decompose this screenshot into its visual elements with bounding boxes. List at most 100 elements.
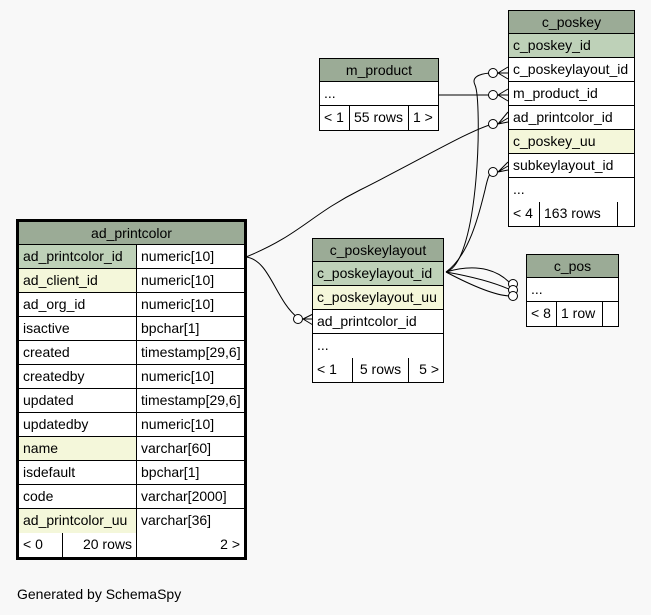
column-name: ... <box>513 181 525 197</box>
table-m-product[interactable]: m_product ... < 1 55 rows 1 > <box>319 58 439 131</box>
column-name: ... <box>531 281 543 297</box>
column-row: c_poskey_id <box>509 34 634 58</box>
column-type: numeric[10] <box>136 293 244 316</box>
column-row: createdby numeric[10] <box>19 365 244 389</box>
column-name: c_poskey_uu <box>509 130 634 153</box>
children-count: 5 > <box>408 358 443 382</box>
column-row: ... <box>320 82 438 106</box>
column-type: numeric[10] <box>136 269 244 292</box>
column-name: code <box>23 488 54 504</box>
column-name: isdefault <box>23 464 76 480</box>
column-type: numeric[10] <box>136 365 244 388</box>
column-row: c_poskeylayout_id <box>509 58 634 82</box>
column-type: numeric[10] <box>136 245 244 268</box>
column-name: name <box>19 437 136 460</box>
link-layout-to-pos-2 <box>445 271 512 291</box>
column-name: ... <box>324 85 336 101</box>
table-title: c_poskeylayout <box>313 239 443 262</box>
children-count <box>617 202 634 226</box>
column-row: updatedby numeric[10] <box>19 413 244 437</box>
parents-count: < 8 <box>531 305 551 321</box>
column-name: createdby <box>23 368 85 384</box>
column-type: timestamp[29,6] <box>136 389 244 412</box>
column-name: ... <box>317 337 329 353</box>
children-count: 2 > <box>136 533 244 557</box>
table-title: c_poskey <box>509 11 634 34</box>
column-name: subkeylayout_id <box>513 157 614 173</box>
column-type: bpchar[1] <box>136 317 244 340</box>
table-title: ad_printcolor <box>19 222 244 245</box>
link-printcolor-to-poskey <box>245 123 494 258</box>
column-name: c_poskeylayout_id <box>313 262 443 285</box>
table-title: c_pos <box>527 255 618 278</box>
parents-count: < 0 <box>23 536 43 552</box>
table-footer: < 0 20 rows 2 > <box>19 533 244 557</box>
children-count <box>602 302 618 326</box>
table-title: m_product <box>320 59 438 82</box>
parents-count: < 4 <box>513 205 533 221</box>
column-name: ad_printcolor_id <box>513 109 613 125</box>
column-row: ... <box>509 178 634 202</box>
row-count: 1 row <box>556 302 602 326</box>
column-name: ad_org_id <box>23 296 86 312</box>
column-name: isactive <box>23 320 70 336</box>
table-footer: < 8 1 row <box>527 302 618 326</box>
table-footer: < 4 163 rows <box>509 202 634 226</box>
column-name: updatedby <box>23 416 89 432</box>
parents-count: < 1 <box>324 109 344 125</box>
column-name: c_poskeylayout_uu <box>313 286 443 309</box>
column-type: timestamp[29,6] <box>136 341 244 364</box>
link-printcolor-to-layout <box>245 256 299 319</box>
table-c-pos[interactable]: c_pos ... < 8 1 row <box>526 254 619 327</box>
column-name: c_poskey_id <box>509 34 634 57</box>
column-name: updated <box>23 392 74 408</box>
table-footer: < 1 5 rows 5 > <box>313 358 443 382</box>
column-name: ad_client_id <box>19 269 136 292</box>
column-type: varchar[36] <box>136 509 244 533</box>
link-layout-to-poskey-subkey <box>445 171 494 273</box>
column-row: c_poskeylayout_uu <box>313 286 443 310</box>
column-row: ad_printcolor_id <box>509 106 634 130</box>
column-row: isdefault bpchar[1] <box>19 461 244 485</box>
column-name: created <box>23 344 70 360</box>
column-row: created timestamp[29,6] <box>19 341 244 365</box>
column-name: ad_printcolor_id <box>317 313 417 329</box>
generated-by-credit: Generated by SchemaSpy <box>17 586 182 602</box>
parents-count: < 1 <box>317 361 337 377</box>
column-row: subkeylayout_id <box>509 154 634 178</box>
column-type: bpchar[1] <box>136 461 244 484</box>
column-row: ... <box>313 334 443 358</box>
column-type: varchar[2000] <box>136 485 244 508</box>
column-row: ... <box>527 278 618 302</box>
column-type: numeric[10] <box>136 413 244 436</box>
table-footer: < 1 55 rows 1 > <box>320 106 438 130</box>
column-name: c_poskeylayout_id <box>513 61 629 77</box>
row-count: 55 rows <box>349 106 408 130</box>
column-row: c_poskey_uu <box>509 130 634 154</box>
column-name: ad_printcolor_id <box>19 245 136 268</box>
link-layout-to-pos-3 <box>445 271 512 297</box>
column-row: c_poskeylayout_id <box>313 262 443 286</box>
column-row: code varchar[2000] <box>19 485 244 509</box>
column-name: ad_printcolor_uu <box>19 509 136 533</box>
column-row: ad_printcolor_id <box>313 310 443 334</box>
row-count: 20 rows <box>62 533 136 557</box>
column-row: ad_org_id numeric[10] <box>19 293 244 317</box>
column-type: varchar[60] <box>136 437 244 460</box>
link-layout-to-pos-1 <box>445 267 512 285</box>
column-row: m_product_id <box>509 82 634 106</box>
children-count: 1 > <box>408 106 438 130</box>
column-name: m_product_id <box>513 85 598 101</box>
row-count: 163 rows <box>539 202 617 226</box>
row-count: 5 rows <box>352 358 408 382</box>
link-layout-to-poskey-layout <box>445 72 494 273</box>
column-row: isactive bpchar[1] <box>19 317 244 341</box>
table-c-poskey[interactable]: c_poskey c_poskey_id c_poskeylayout_id m_p… <box>508 10 635 227</box>
